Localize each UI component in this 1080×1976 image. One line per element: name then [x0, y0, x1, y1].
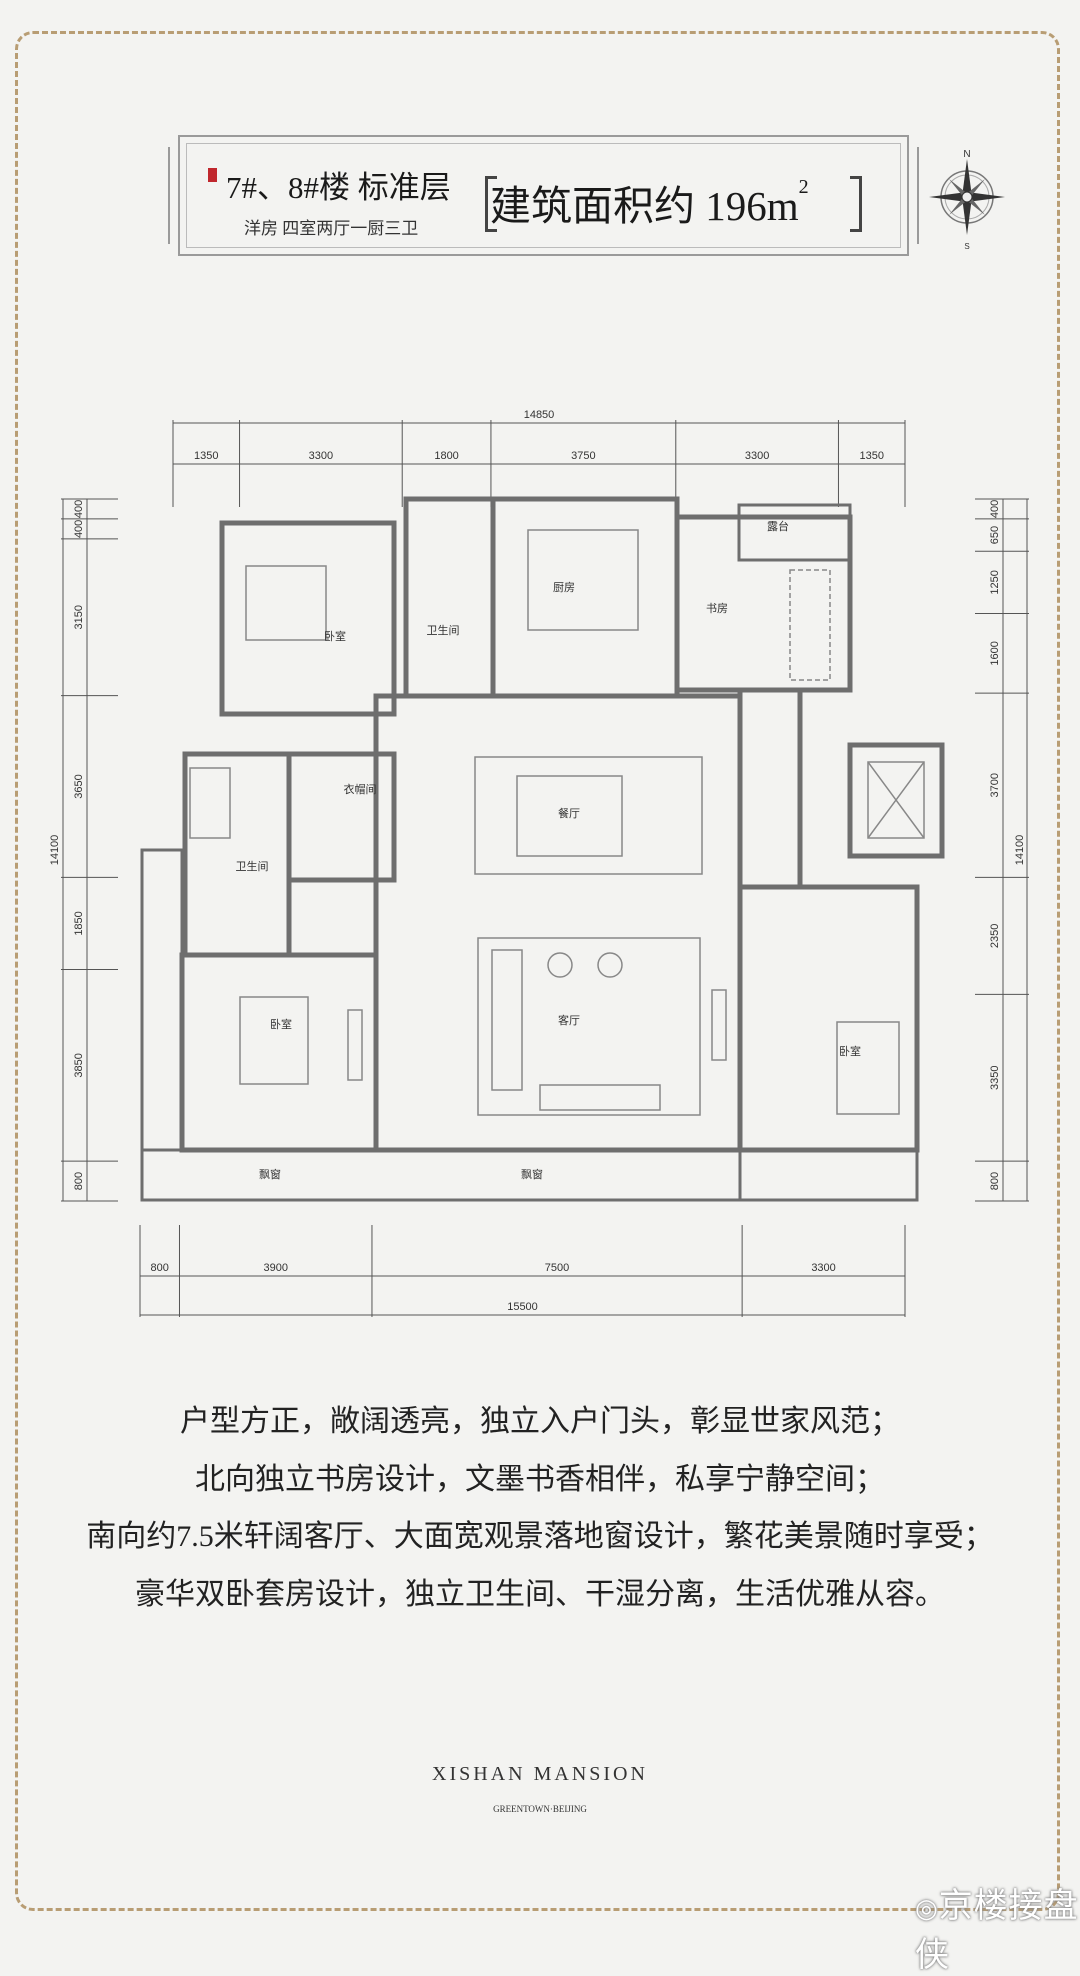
hall — [373, 693, 743, 1153]
bedroom-sw — [179, 952, 379, 1153]
room-label: 卫生间 — [427, 623, 460, 637]
bracket-right — [850, 176, 862, 232]
dimension-label: 3850 — [73, 1053, 85, 1077]
description-line: 南向约7.5米轩阔客厅、大面宽观景落地窗设计，繁花美景随时享受； — [86, 1520, 994, 1553]
dimension-label: 14850 — [524, 409, 555, 421]
room-label: 厨房 — [553, 581, 575, 594]
bath-north — [403, 496, 496, 699]
terrace — [737, 503, 852, 562]
dimension-label: 1250 — [989, 570, 1001, 594]
dimension-label: 400 — [989, 500, 1001, 518]
room-labels: 卧室 卫生间 厨房 书房 露台 衣帽间 餐厅 卫生间 客厅 卧室 卧室 飘窗 飘… — [236, 519, 862, 1181]
dimension-label: 800 — [989, 1172, 1001, 1190]
dimension-label: 7500 — [545, 1262, 569, 1274]
area-label: 建筑面积约 196m2 — [490, 172, 809, 232]
dimension-label: 3650 — [73, 774, 85, 798]
room-label: 衣帽间 — [344, 782, 377, 796]
page-frame — [15, 31, 1060, 1911]
dimension-label: 1600 — [989, 641, 1001, 665]
description-line: 北向独立书房设计，文墨书香相伴，私享宁静空间； — [195, 1463, 885, 1496]
dimension-label: 14100 — [1014, 835, 1026, 866]
dimension-label: 3300 — [745, 450, 769, 462]
room-label: 卧室 — [324, 629, 346, 643]
shaft-west — [140, 848, 184, 1152]
bed-nw — [245, 565, 327, 641]
bay-window-east — [738, 1148, 919, 1202]
bedroom-nw — [219, 520, 397, 717]
dimension-label: 400 — [73, 520, 85, 538]
living-carpet — [477, 937, 701, 1116]
weibo-icon: ◎ — [915, 1894, 939, 1924]
dimension-label: 3750 — [571, 450, 595, 462]
walls — [140, 496, 945, 1202]
bed-se — [836, 1021, 900, 1115]
room-label: 飘窗 — [521, 1167, 543, 1181]
room-label: 书房 — [706, 602, 728, 615]
dimension-label: 15500 — [507, 1301, 538, 1313]
room-label: 餐厅 — [558, 806, 580, 820]
kitchen — [490, 496, 680, 699]
kitchen-counter — [527, 529, 639, 631]
bath-west — [182, 751, 292, 958]
dimension-label: 3900 — [263, 1262, 287, 1274]
bracket-left — [485, 176, 497, 232]
dimension-label: 1850 — [73, 911, 85, 935]
dimension-label: 3700 — [989, 773, 1001, 797]
brand-logo: XISHAN MANSION — [432, 1763, 648, 1785]
floor-plan: 14850 1350 3300 1800 3750 3300 1350 15500 800 390… — [49, 409, 1029, 1317]
dimension-label: 650 — [989, 526, 1001, 544]
elevator — [847, 742, 945, 859]
bathtub — [189, 767, 231, 839]
bed-sw — [239, 996, 309, 1085]
dimension-label: 14100 — [49, 835, 61, 866]
dimension-lines: 14850 1350 3300 1800 3750 3300 1350 15500 800 390… — [49, 409, 1029, 1317]
seal-mark — [208, 168, 217, 182]
sofa — [491, 949, 523, 1091]
dimension-label: 1350 — [194, 450, 218, 462]
header-box — [168, 135, 919, 256]
elevator-cross — [867, 761, 925, 839]
room-label: 客厅 — [558, 1013, 580, 1027]
dimension-label: 400 — [73, 500, 85, 518]
compass-north: N — [963, 149, 970, 160]
description-line: 户型方正，敞阔透亮，独立入户门头，彰显世家风范； — [180, 1405, 900, 1438]
description-line: 豪华双卧套房设计，独立卫生间、干湿分离，生活优雅从容。 — [135, 1578, 945, 1611]
furniture — [189, 529, 900, 1116]
sofa-2 — [539, 1084, 661, 1111]
dimension-label: 3350 — [989, 1066, 1001, 1090]
room-label: 卫生间 — [236, 859, 269, 873]
compass-south: S — [964, 242, 969, 251]
compass-icon: N S — [929, 149, 1005, 251]
bay-window-strip — [140, 1148, 742, 1202]
dining-carpet — [474, 756, 703, 875]
room-label: 卧室 — [839, 1044, 861, 1058]
dimension-label: 3300 — [309, 450, 333, 462]
watermark: ◎京楼接盘侠 — [915, 1878, 1080, 1976]
unit-type-subtitle: 洋房 四室两厅一厨三卫 — [244, 219, 419, 238]
tv-cabinet — [711, 989, 727, 1061]
dimension-label: 800 — [151, 1262, 169, 1274]
dimension-label: 1350 — [859, 450, 883, 462]
brand-subtitle: GREENTOWN·BEIJING — [493, 1804, 587, 1814]
dimension-label: 3150 — [73, 605, 85, 629]
dimension-label: 3300 — [811, 1262, 835, 1274]
dimension-label: 1800 — [434, 450, 458, 462]
dimension-label: 800 — [73, 1172, 85, 1190]
area-text: 建筑面积约 196m — [490, 183, 799, 229]
bedroom-se — [737, 884, 920, 1153]
study — [674, 514, 853, 693]
dimension-label: 2350 — [989, 924, 1001, 948]
desk-sw — [347, 1009, 363, 1081]
page-title: 7#、8#楼 标准层 — [226, 170, 451, 205]
dining-table — [516, 775, 623, 857]
room-label: 飘窗 — [259, 1167, 281, 1181]
room-label: 卧室 — [270, 1017, 292, 1031]
area-superscript: 2 — [798, 176, 809, 198]
wardrobe-study — [789, 569, 831, 681]
room-label: 露台 — [767, 519, 789, 533]
corridor-east — [737, 687, 803, 890]
